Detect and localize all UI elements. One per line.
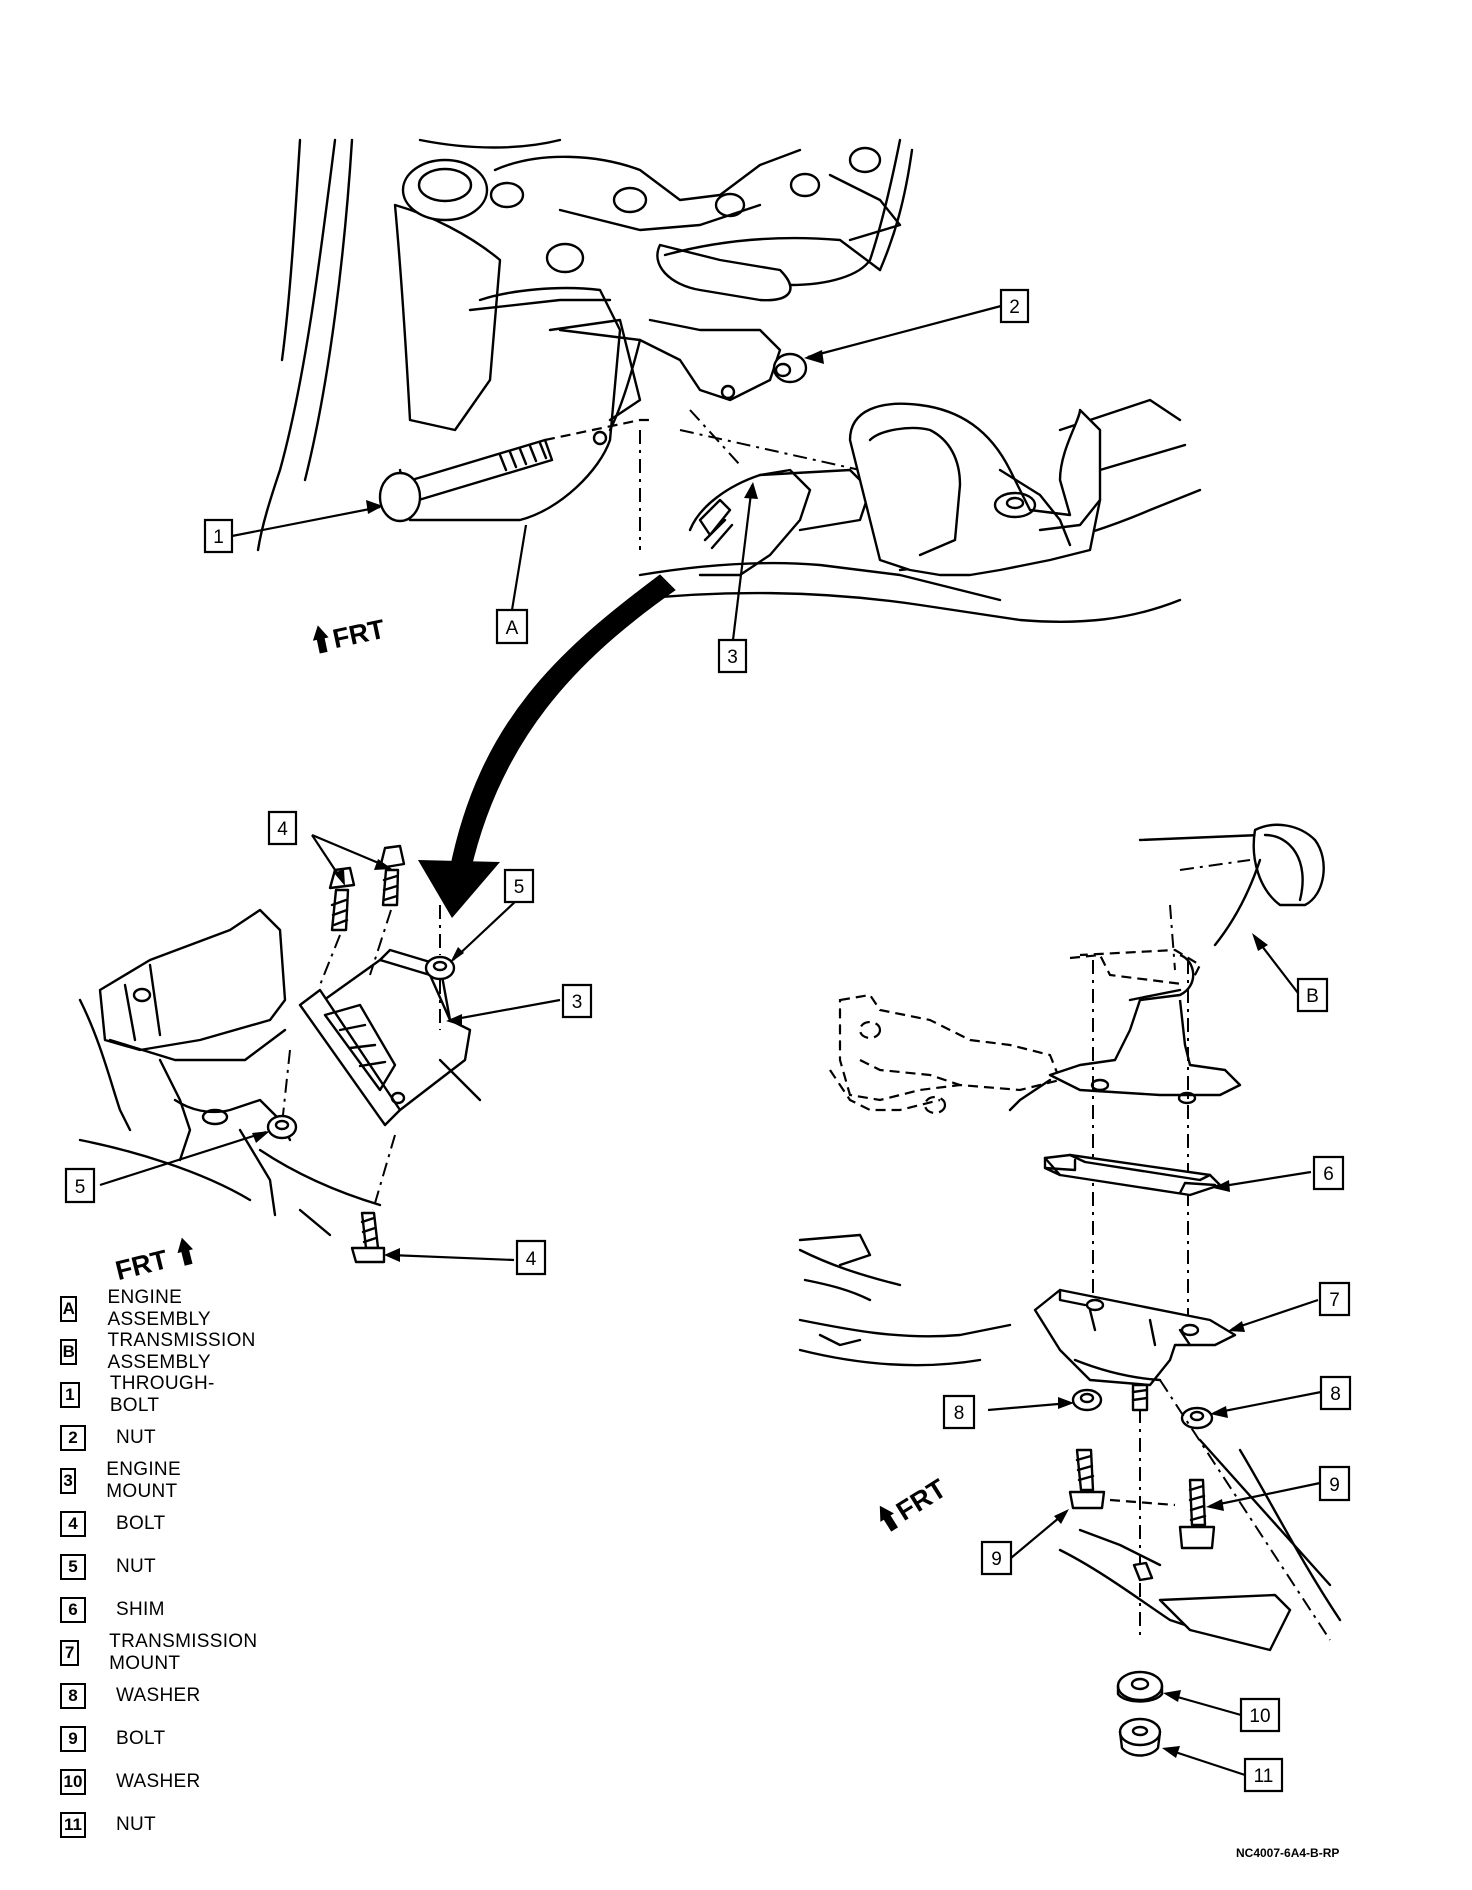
legend-label: WASHER [116, 1685, 201, 1706]
callout-9-right: 9 [1320, 1467, 1349, 1500]
legend-label: ENGINE ASSEMBLY [107, 1287, 211, 1330]
svg-text:8: 8 [954, 1403, 965, 1424]
svg-text:B: B [1306, 986, 1319, 1007]
legend-row: 9 BOLT [60, 1722, 165, 1756]
legend-key: A [60, 1296, 78, 1322]
legend-label: BOLT [116, 1513, 166, 1534]
callout-8-right: 8 [1321, 1377, 1350, 1409]
transmission-mount-detail-drawing [800, 825, 1340, 1756]
legend-key: B [60, 1339, 78, 1365]
legend-row: 4 BOLT [60, 1507, 165, 1541]
svg-text:7: 7 [1329, 1290, 1340, 1311]
svg-text:6: 6 [1323, 1164, 1334, 1185]
callout-4-top: 4 [269, 812, 296, 844]
engine-mount-detail-drawing [80, 575, 675, 1262]
callout-3-top: 3 [719, 640, 746, 672]
svg-text:4: 4 [277, 819, 288, 840]
legend-label: ENGINE MOUNT [106, 1459, 181, 1502]
legend-row: 2 NUT [60, 1421, 156, 1455]
frt-arrow-top: FRT [312, 614, 388, 654]
legend-row: 7 TRANSMISSION MOUNT [60, 1631, 264, 1674]
callout-7: 7 [1320, 1283, 1349, 1315]
legend-row: 5 NUT [60, 1550, 156, 1584]
callout-5-top: 5 [505, 870, 533, 902]
legend-label: TRANSMISSION ASSEMBLY [107, 1330, 256, 1373]
legend-row: 10 WASHER [60, 1765, 201, 1799]
svg-text:8: 8 [1330, 1384, 1341, 1405]
callout-b: B [1298, 979, 1327, 1011]
svg-text:11: 11 [1254, 1766, 1274, 1787]
legend-row: 1 THROUGH-BOLT [60, 1373, 221, 1416]
legend-key: 3 [60, 1468, 77, 1494]
callout-5-left: 5 [66, 1169, 94, 1202]
svg-text:FRT: FRT [112, 1244, 171, 1286]
frt-arrow-right: FRT [879, 1473, 952, 1532]
legend-key: 2 [60, 1425, 86, 1451]
callout-4-bottom: 4 [517, 1241, 545, 1274]
callout-3-mid: 3 [563, 985, 591, 1017]
figure-code: NC4007-6A4-B-RP [1236, 1846, 1340, 1860]
svg-text:10: 10 [1249, 1706, 1270, 1727]
legend-label: THROUGH-BOLT [109, 1373, 215, 1416]
legend-row: 3 ENGINE MOUNT [60, 1459, 191, 1502]
svg-text:FRT: FRT [891, 1473, 952, 1527]
svg-text:FRT: FRT [330, 614, 388, 654]
svg-text:9: 9 [991, 1549, 1002, 1570]
legend-label: NUT [116, 1556, 156, 1577]
legend-key: 9 [60, 1726, 86, 1752]
callout-9-left: 9 [982, 1542, 1011, 1574]
frt-arrow-middle: FRT [112, 1237, 194, 1286]
legend-key: 11 [60, 1812, 86, 1838]
legend-row: A ENGINE ASSEMBLY [60, 1287, 219, 1330]
legend-label: NUT [116, 1814, 156, 1835]
legend-label: WASHER [116, 1771, 201, 1792]
callout-a: A [497, 610, 527, 643]
legend-key: 4 [60, 1511, 86, 1537]
legend-row: B TRANSMISSION ASSEMBLY [60, 1330, 264, 1373]
callout-8-left: 8 [944, 1396, 974, 1428]
legend-label: BOLT [116, 1728, 166, 1749]
svg-text:9: 9 [1329, 1475, 1340, 1496]
callout-1: 1 [205, 520, 232, 552]
legend-label: TRANSMISSION MOUNT [109, 1631, 258, 1674]
svg-text:3: 3 [727, 647, 738, 668]
svg-text:5: 5 [75, 1177, 86, 1198]
legend-key: 8 [60, 1683, 86, 1709]
svg-text:3: 3 [572, 992, 583, 1013]
callout-2: 2 [1001, 290, 1028, 322]
legend-row: 6 SHIM [60, 1593, 165, 1627]
legend-label: SHIM [116, 1599, 165, 1620]
legend-row: 11 NUT [60, 1808, 156, 1842]
callout-6: 6 [1314, 1157, 1343, 1189]
legend-key: 6 [60, 1597, 86, 1623]
svg-text:A: A [506, 618, 519, 639]
legend-row: 8 WASHER [60, 1679, 201, 1713]
legend-key: 5 [60, 1554, 86, 1580]
svg-text:1: 1 [213, 527, 224, 548]
leader-lines [100, 306, 1321, 1775]
legend-key: 10 [60, 1769, 86, 1795]
legend-key: 7 [60, 1640, 80, 1666]
legend-key: 1 [60, 1382, 80, 1408]
callout-10: 10 [1241, 1699, 1279, 1731]
svg-text:2: 2 [1009, 297, 1020, 318]
callout-11: 11 [1245, 1759, 1282, 1791]
legend-label: NUT [116, 1427, 156, 1448]
svg-text:4: 4 [526, 1249, 537, 1270]
svg-text:5: 5 [514, 877, 525, 898]
engine-assembly-drawing [258, 140, 1200, 622]
